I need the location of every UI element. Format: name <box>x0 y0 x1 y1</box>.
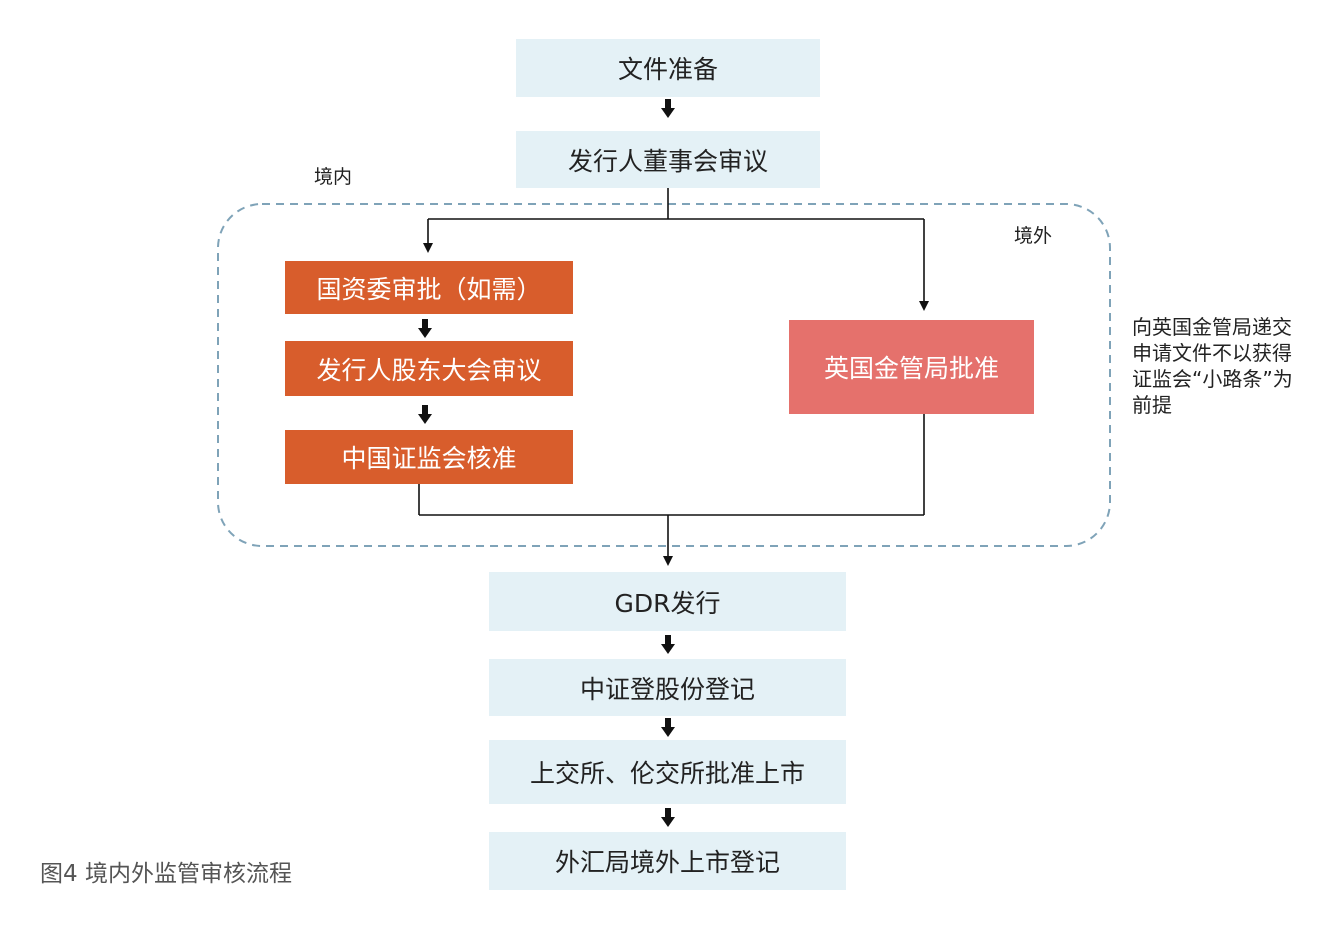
step-arrow <box>661 718 675 737</box>
step-arrow <box>418 405 432 424</box>
step-csrc-approval: 中国证监会核准 <box>285 430 573 484</box>
domestic-label: 境内 <box>314 166 353 188</box>
step-gdr-issuance: GDR发行 <box>489 572 846 631</box>
fca-note: 向英国金管局递交申请文件不以获得证监会“小路条”为前提 <box>1132 315 1293 417</box>
step-arrow <box>661 99 675 118</box>
figure-caption: 图4 境内外监管审核流程 <box>40 861 292 887</box>
step-arrow <box>418 319 432 338</box>
overseas-region-border <box>217 203 1111 547</box>
step-safe-registration: 外汇局境外上市登记 <box>489 832 846 890</box>
step-listing-approval: 上交所、伦交所批准上市 <box>489 740 846 804</box>
step-arrow <box>661 808 675 827</box>
step-arrow <box>661 635 675 654</box>
branch-connector <box>423 188 929 311</box>
step-board-review: 发行人董事会审议 <box>516 131 820 188</box>
step-csdc-registration: 中证登股份登记 <box>489 659 846 716</box>
step-fca-approval: 英国金管局批准 <box>789 320 1034 414</box>
overseas-label: 境外 <box>1014 225 1053 247</box>
step-sasac-approval: 国资委审批（如需） <box>285 261 573 314</box>
merge-connector <box>418 413 925 566</box>
step-shareholder-meeting: 发行人股东大会审议 <box>285 341 573 396</box>
step-document-prep: 文件准备 <box>516 39 820 97</box>
